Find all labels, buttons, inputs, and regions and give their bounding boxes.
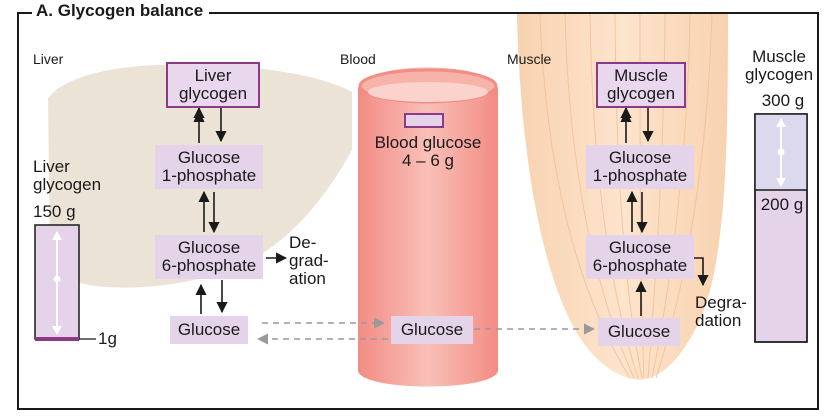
liver-glucose-box: Glucose (170, 316, 248, 344)
region-label-blood: Blood (340, 51, 376, 67)
muscle-glucose-box: Glucose (598, 318, 680, 346)
figure-title: A. Glycogen balance (32, 1, 210, 21)
blood-glucose-box: Glucose (391, 316, 473, 344)
liver-glucose-6-phosphate-box: Glucose 6-phosphate (155, 235, 263, 279)
muscle-store-amount: 300 g (761, 91, 805, 110)
muscle-glucose-6-phosphate-box: Glucose 6-phosphate (586, 235, 694, 279)
region-label-muscle: Muscle (507, 51, 552, 67)
liver-glucose-1-phosphate-box: Glucose 1-phosphate (155, 145, 263, 189)
blood-glucose-marker (404, 113, 444, 128)
liver-store-min: 1g (98, 329, 117, 348)
liver-degradation-label: De- grad- ation (289, 233, 329, 288)
liver-glycogen-box: Liver glycogen (166, 62, 260, 108)
muscle-store-label: Muscle glycogen (744, 47, 814, 84)
muscle-glycogen-box: Muscle glycogen (596, 62, 686, 108)
figure-frame (17, 12, 819, 410)
muscle-store-min: 200 g (760, 195, 804, 214)
muscle-glucose-1-phosphate-box: Glucose 1-phosphate (586, 145, 694, 189)
muscle-degradation-label: Degra- dation (695, 293, 747, 330)
region-label-liver: Liver (33, 51, 64, 67)
blood-vessel-shape (358, 67, 498, 387)
liver-store-label: Liver glycogen (33, 157, 102, 194)
liver-store-amount: 150 g (33, 202, 76, 221)
blood-glucose-label: Blood glucose 4 – 6 g (374, 133, 482, 170)
